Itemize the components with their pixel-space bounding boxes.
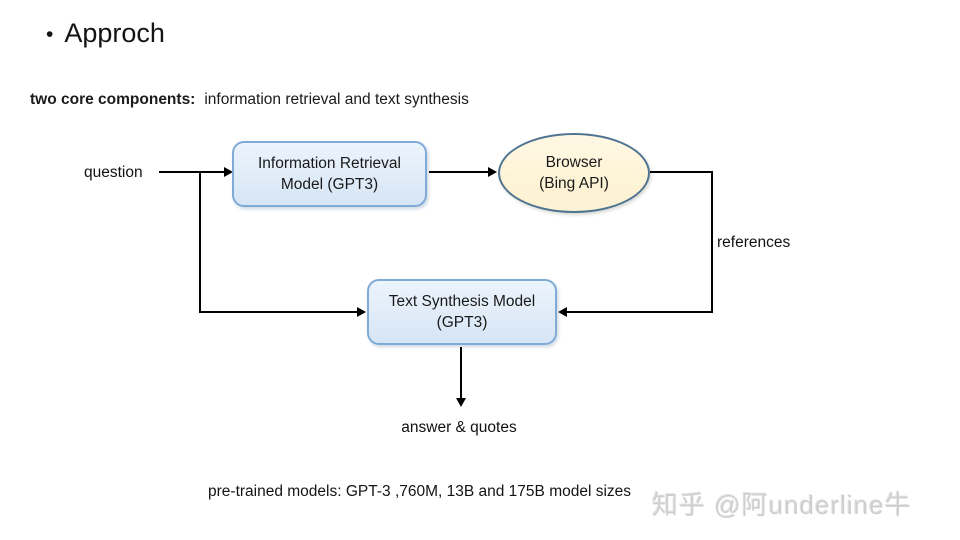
subtitle: two core components: information retrieva… [30,91,469,109]
connector-ts-to-answer [460,347,462,399]
subtitle-bold: two core components: [30,91,196,108]
connector-question-to-ir [159,171,224,173]
connector-question-branch-horizontal [199,311,357,313]
connector-references-horizontal [567,311,713,313]
bullet-icon: • [46,23,54,46]
node-information-retrieval-model: Information Retrieval Model (GPT3) [232,141,427,207]
node-browser-line2: (Bing API) [539,175,609,192]
page-title: Approch [64,18,165,48]
title-row: • Approch [46,18,165,49]
footer-note: pre-trained models: GPT-3 ,760M, 13B and… [208,483,632,500]
arrowhead-question-to-ir [224,167,233,177]
node-browser-line1: Browser [545,154,603,171]
connector-browser-right [650,171,713,173]
label-question: question [84,164,143,181]
arrowhead-ts-to-answer [456,398,466,407]
subtitle-rest: information retrieval and text synthesis [204,91,469,108]
arrowhead-question-to-ts [357,307,366,317]
watermark: 知乎 @阿underline牛 [652,490,912,520]
label-answer-quotes: answer & quotes [401,419,517,436]
arrowhead-references-to-ts [558,307,567,317]
connector-question-branch-vertical [199,172,201,312]
node-text-synthesis-model: Text Synthesis Model (GPT3) [367,279,557,345]
node-browser: Browser (Bing API) [498,133,650,213]
node-text-synthesis-line2: (GPT3) [436,314,488,331]
label-references: references [717,234,791,251]
node-information-retrieval-line1: Information Retrieval [257,155,401,172]
connector-ir-to-browser [429,171,488,173]
arrowhead-ir-to-browser [488,167,497,177]
connector-references-vertical [711,171,713,312]
node-information-retrieval-line2: Model (GPT3) [280,176,379,193]
node-text-synthesis-line1: Text Synthesis Model [388,293,536,310]
